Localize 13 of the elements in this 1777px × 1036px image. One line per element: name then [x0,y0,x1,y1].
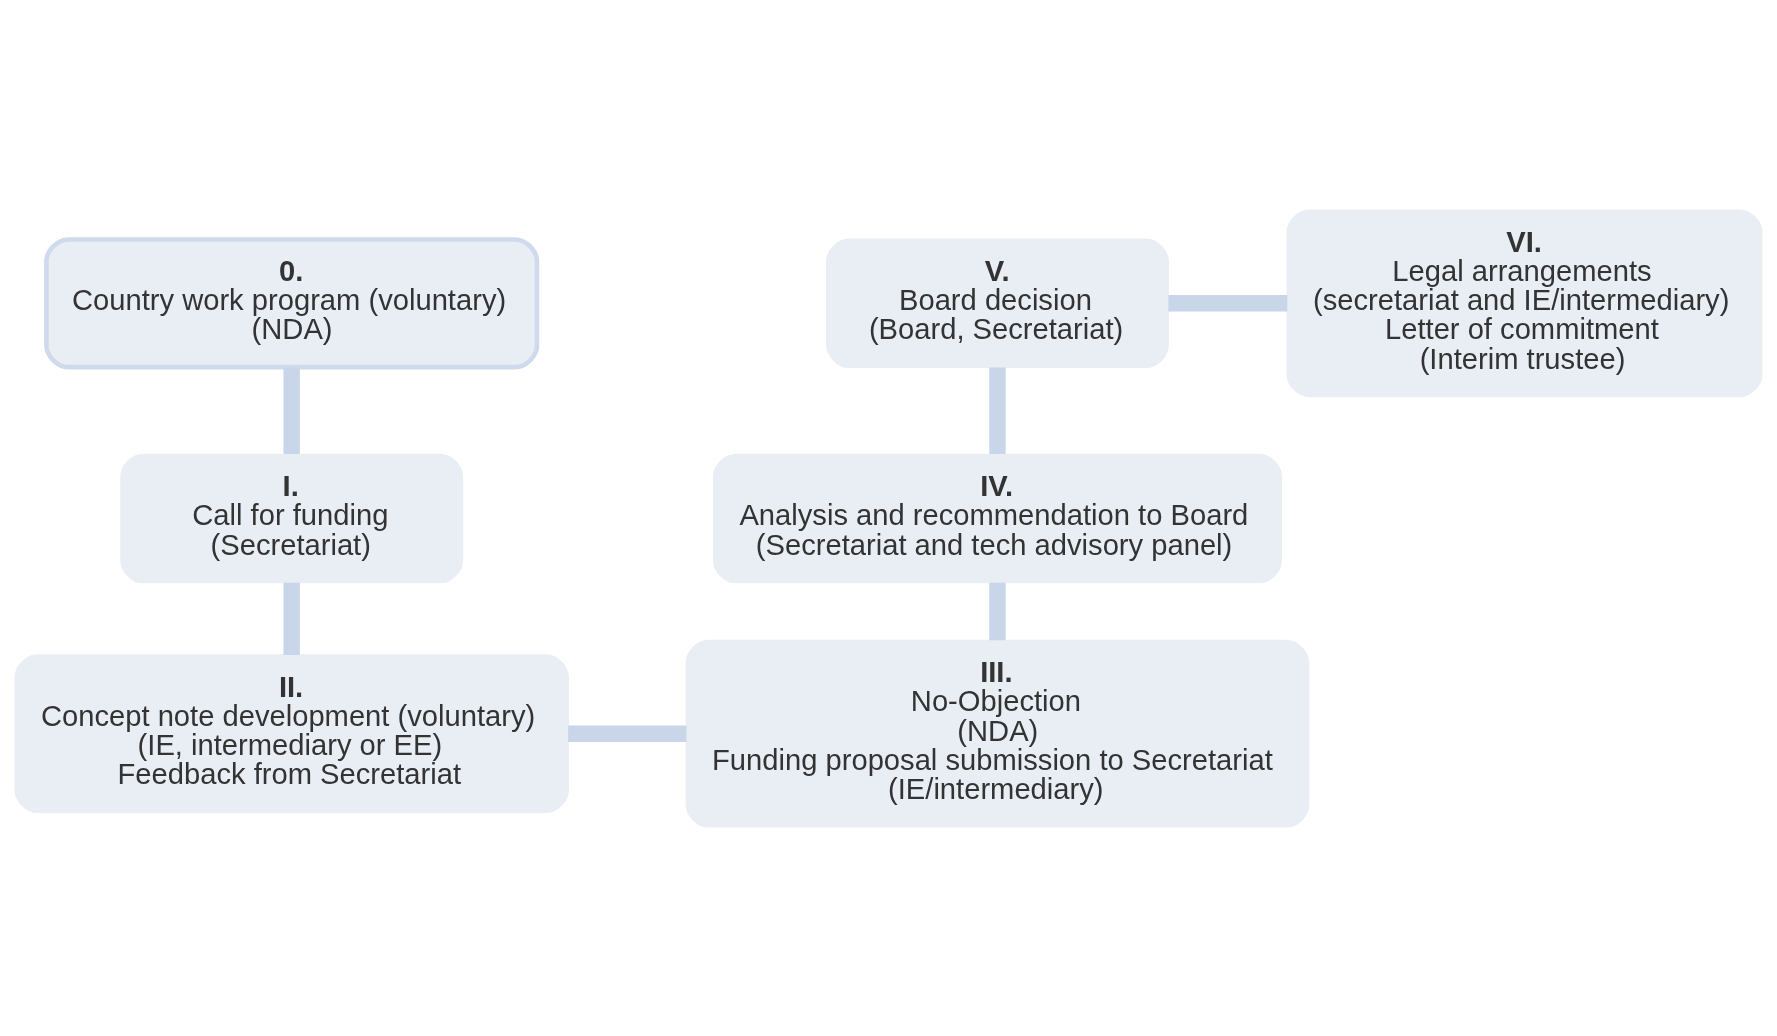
connector [1168,294,1288,311]
connector [283,366,300,454]
node-box: V. Board decision (Board, Secretariat) [826,238,1169,368]
node-box: 0. Country work program (voluntary) (NDA) [44,236,540,369]
connector [989,366,1006,454]
node-box: II. Concept note development (voluntary) (IE, intermediary or EE) Feedback from Secretariat [14,653,569,813]
node-box: IV. Analysis and recommendation to Board (Secretariat and tech advisory panel) [712,453,1282,583]
node-box: III. No-Objection (NDA) Funding proposal submission to Secretariat (IE/intermediary) [685,639,1310,828]
connector [568,725,687,742]
node-box: VI. Legal arrangements (secretariat and IE/intermediary) Letter of commitment (Interim trustee) [1286,208,1763,397]
connector [283,582,300,655]
connector [989,582,1006,640]
node-box: I. Call for funding (Secretariat) [120,453,464,583]
